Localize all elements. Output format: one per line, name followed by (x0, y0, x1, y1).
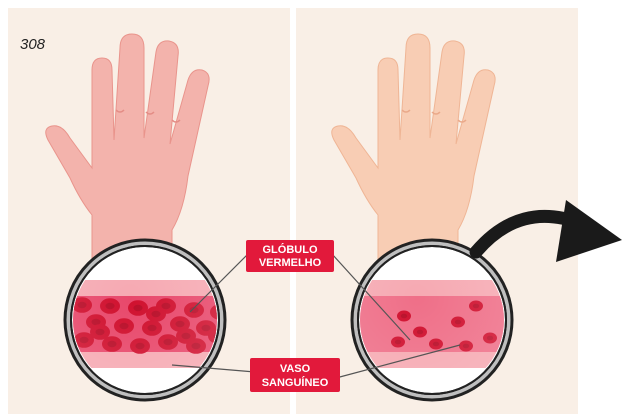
blood-vessel-label: VASO SANGUÍNEO (250, 358, 340, 392)
page-number: 308 (20, 36, 45, 53)
red-blood-cell-label: GLÓBULO VERMELHO (246, 240, 334, 272)
red-blood-cell-label-line1: GLÓBULO (263, 243, 318, 256)
red-blood-cell-label-line2: VERMELHO (259, 257, 322, 269)
blood-vessel-label-line2: SANGUÍNEO (262, 376, 329, 389)
blood-vessel-label-line1: VASO (280, 363, 311, 375)
